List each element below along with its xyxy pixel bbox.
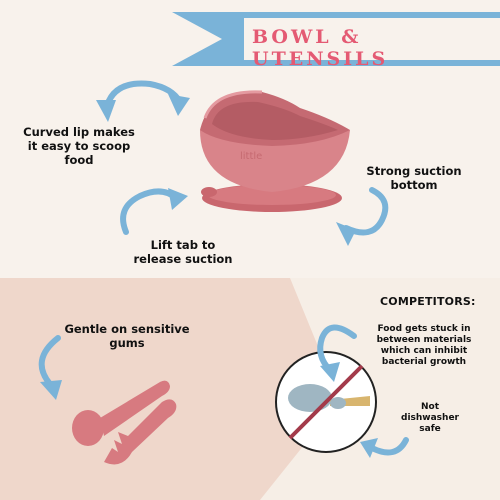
- gentle-label: Gentle on sensitive gums: [64, 322, 190, 350]
- curved-lip-label: Curved lip makes it easy to scoop food: [23, 125, 135, 167]
- suction-label: Strong suction bottom: [366, 164, 462, 192]
- competitors-heading: COMPETITORS:: [380, 295, 476, 308]
- banner-title: BOWL & UTENSILS: [252, 26, 389, 70]
- lift-tab-label: Lift tab to release suction: [133, 238, 233, 266]
- stuck-label: Food gets stuck in between materials whi…: [376, 324, 472, 367]
- banner-ribbon: [172, 12, 500, 66]
- dishwasher-label: Not dishwasher safe: [401, 402, 459, 434]
- bowl-logo: little: [240, 151, 263, 162]
